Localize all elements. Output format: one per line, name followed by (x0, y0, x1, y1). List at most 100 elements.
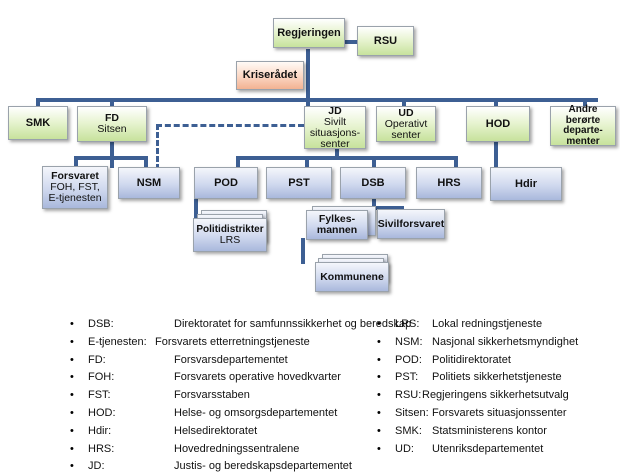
connector-line (36, 98, 40, 108)
legend-desc: Helse- og omsorgsdepartementet (174, 407, 338, 419)
legend-bullet: • (377, 318, 381, 330)
legend-desc: Helsedirektoratet (174, 424, 258, 437)
node-label: Hdir (515, 177, 537, 190)
legend-desc: Politidirektoratet (432, 353, 511, 366)
connector-line (372, 199, 376, 208)
connector-line (110, 142, 114, 168)
node-title: UD (398, 106, 414, 119)
node-rsu: RSU (357, 26, 414, 56)
legend-abbr: POD: (395, 353, 422, 366)
legend-abbr: RSU: (395, 389, 422, 402)
legend-bullet: • (377, 335, 381, 348)
node-label: NSM (136, 176, 162, 189)
node-fylkesmannen: Fylkes- mannen (306, 210, 368, 240)
legend-desc: Utenriksdepartementet (432, 442, 544, 455)
legend-abbr: UD: (395, 442, 414, 455)
node-subtitle: situasjons- (309, 126, 361, 139)
node-fd: FD Sitsen (77, 106, 147, 142)
legend-desc: Justis- og beredskapsdepartementet (174, 460, 352, 473)
legend-desc: Forsvarets situasjonssenter (432, 407, 567, 419)
node-andre: Andre berørte departe- menter (550, 104, 616, 147)
legend-bullet: • (70, 353, 74, 366)
node-regjeringen: Regjeringen (273, 18, 345, 48)
legend-bullet: • (70, 389, 74, 402)
legend-bullet: • (70, 318, 74, 330)
legend-desc: Statsministerens kontor (432, 424, 547, 437)
node-sivilforsvaret: Sivilforsvaret (377, 209, 445, 239)
legend-desc: Forsvarsdepartementet (174, 353, 288, 366)
legend-bullet: • (70, 442, 74, 455)
legend-desc: Politiets sikkerhetstjeneste (432, 371, 562, 384)
connector-line (583, 98, 587, 108)
node-label: SMK (25, 116, 51, 129)
node-label: Fylkes- (318, 213, 356, 225)
connector-line (74, 156, 78, 168)
legend-desc: Nasjonal sikkerhetsmyndighet (432, 335, 579, 348)
legend-abbr: FD: (88, 353, 106, 366)
legend-abbr: Sitsen: (395, 407, 429, 419)
legend-desc: Regjeringens sikkerhetsutvalg (422, 389, 569, 402)
node-hod: HOD (466, 106, 530, 142)
node-title: Forsvaret (51, 170, 99, 182)
connector-line (494, 98, 498, 108)
connector-line (236, 156, 458, 160)
node-label: DSB (361, 176, 385, 189)
node-kriseradet: Kriserådet (236, 61, 304, 90)
connector-line (36, 98, 598, 102)
dashed-connector (156, 124, 304, 127)
legend-bullet: • (377, 389, 381, 402)
connector-line (372, 156, 376, 168)
node-subtitle: FOH, FST, (50, 181, 100, 193)
node-hdir: Hdir (490, 167, 562, 201)
node-title: Politidistrikter (196, 224, 264, 235)
node-label: Regjeringen (277, 26, 341, 39)
legend-desc: Forsvarets etterretningstjeneste (155, 335, 310, 348)
connector-line (74, 156, 148, 160)
node-forsvaret: Forsvaret FOH, FST, E-tjenesten (42, 166, 108, 209)
connector-line (144, 156, 148, 168)
connector-line (345, 40, 359, 44)
legend-desc: Direktoratet for samfunnssikkerhet og be… (174, 318, 412, 330)
dashed-connector (156, 124, 159, 170)
node-label: menter (566, 135, 600, 147)
connector-line (454, 156, 458, 168)
legend-desc: Hovedredningssentralene (174, 442, 300, 455)
legend-bullet: • (377, 407, 381, 419)
node-subtitle: Sitsen (97, 123, 127, 135)
legend-desc: Forsvarsstaben (174, 389, 250, 402)
node-subtitle: LRS (219, 234, 241, 246)
connector-line (400, 206, 404, 210)
connector-line (335, 149, 339, 160)
node-hrs: HRS (416, 167, 482, 199)
legend-abbr: FOH: (88, 371, 115, 384)
legend-abbr: DSB: (88, 318, 114, 330)
connector-line (236, 156, 240, 168)
legend-bullet: • (377, 424, 381, 437)
legend-abbr: SMK: (395, 424, 422, 437)
legend-abbr: FST: (88, 389, 111, 402)
node-label: Kommunene (320, 270, 384, 283)
legend-abbr: PST: (395, 371, 419, 384)
legend-bullet: • (70, 460, 74, 473)
node-subtitle: Operativt (384, 117, 428, 130)
legend-abbr: JD: (88, 460, 105, 473)
node-nsm: NSM (118, 167, 180, 199)
node-pst: PST (266, 167, 332, 199)
node-jd: JD Sivilt situasjons- senter (304, 105, 366, 149)
connector-line (306, 98, 310, 108)
connector-line (194, 199, 198, 224)
node-subtitle: Sivilt (323, 115, 347, 128)
legend-bullet: • (377, 442, 381, 455)
node-label: HOD (485, 117, 511, 130)
legend-abbr: E-tjenesten: (88, 335, 147, 348)
legend-bullet: • (377, 353, 381, 366)
node-subtitle: senter (391, 128, 421, 141)
node-dsb: DSB (340, 167, 406, 199)
connector-line (110, 98, 114, 108)
node-label: departe- (563, 125, 603, 136)
node-kommunene: Kommunene (315, 262, 389, 292)
connector-line (306, 49, 310, 101)
node-pod: POD (194, 167, 258, 199)
node-politidistrikter: Politidistrikter LRS (193, 218, 267, 252)
node-subtitle: E-tjenesten (48, 192, 102, 204)
